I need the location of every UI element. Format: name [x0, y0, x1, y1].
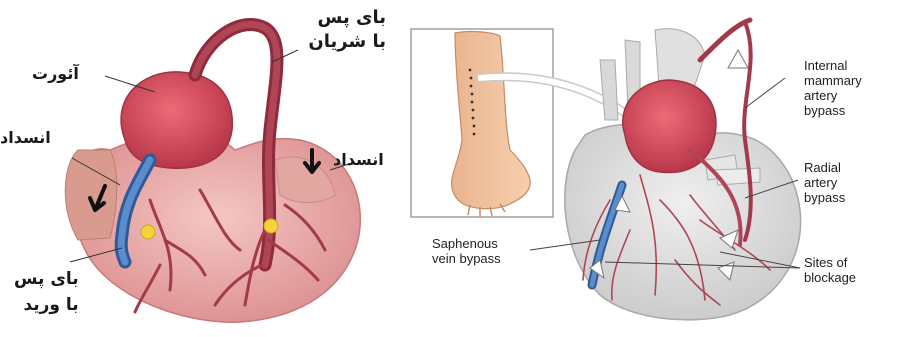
left-heart	[65, 25, 360, 323]
label-internal-mammary-l2: mammary	[804, 73, 862, 88]
label-bypass-artery: بای پس با شریان	[308, 6, 386, 54]
label-radial-l2: artery	[804, 175, 845, 190]
label-bypass-vein: بای پس با ورید	[14, 266, 79, 318]
label-radial-l1: Radial	[804, 160, 845, 175]
label-internal-mammary-l3: artery	[804, 88, 862, 103]
label-radial: Radial artery bypass	[804, 160, 845, 205]
label-bypass-artery-line2: با شریان	[308, 30, 386, 54]
label-saphenous: Saphenous vein bypass	[432, 236, 501, 266]
label-internal-mammary-l1: Internal	[804, 58, 862, 73]
label-sites-of-blockage: Sites of blockage	[804, 255, 856, 285]
label-bypass-vein-line1: بای پس	[14, 266, 79, 292]
label-radial-l3: bypass	[804, 190, 845, 205]
label-internal-mammary-l4: bypass	[804, 103, 862, 118]
right-heart	[530, 20, 801, 320]
label-blockage-left: انسداد	[0, 128, 51, 147]
label-blockage-right: انسداد	[333, 150, 384, 169]
label-aorta: آئورت	[32, 64, 79, 83]
label-sites-l2: blockage	[804, 270, 856, 285]
label-saphenous-l2: vein bypass	[432, 251, 501, 266]
label-sites-l1: Sites of	[804, 255, 856, 270]
label-saphenous-l1: Saphenous	[432, 236, 501, 251]
label-bypass-artery-line1: بای پس	[308, 6, 386, 30]
label-bypass-vein-line2: با ورید	[14, 292, 79, 318]
label-internal-mammary: Internal mammary artery bypass	[804, 58, 862, 118]
